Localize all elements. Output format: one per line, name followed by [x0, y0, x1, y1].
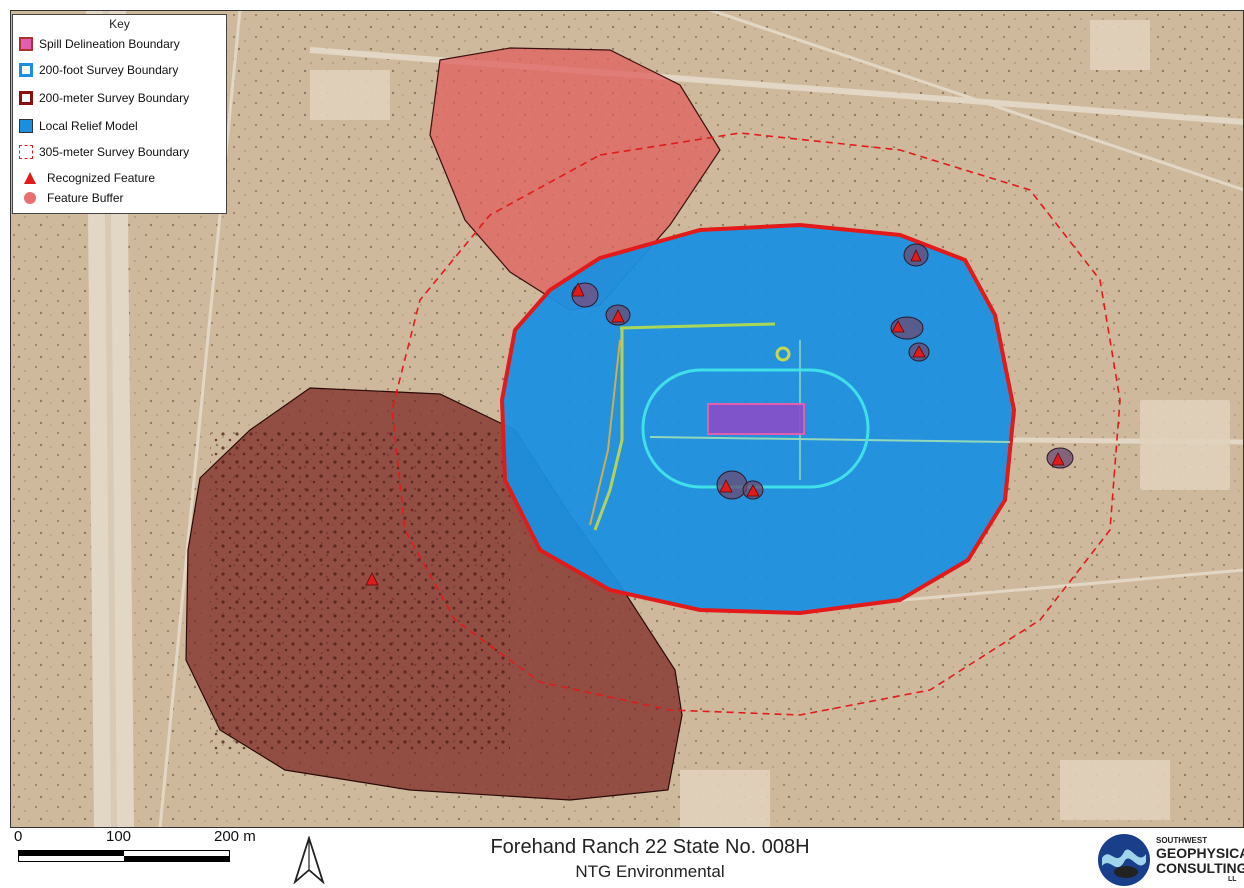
logo-text-line3: CONSULTING — [1156, 860, 1244, 876]
map-legend: Key Spill Delineation Boundary 200-foot … — [12, 14, 227, 214]
feature-triangle[interactable] — [1051, 452, 1065, 466]
relief-anomalies — [589, 322, 1011, 531]
logo-text-line1: SOUTHWEST — [1156, 836, 1208, 845]
logo-text-line4: LL — [1228, 876, 1237, 883]
feature-triangle[interactable] — [611, 309, 625, 323]
feature-triangle[interactable] — [910, 249, 922, 262]
feature-triangle[interactable] — [571, 282, 585, 297]
globe-logo-icon — [1098, 834, 1150, 886]
red-circle-icon — [24, 192, 36, 204]
legend-title: Key — [109, 17, 130, 31]
feature-triangle[interactable] — [891, 320, 905, 333]
feature-triangle[interactable] — [719, 479, 733, 493]
legend-label: 200-meter Survey Boundary — [39, 91, 190, 105]
cyan-outline-square-icon — [19, 63, 33, 77]
legend-item-200m: 200-meter Survey Boundary — [19, 89, 189, 107]
scale-bar-segment — [19, 851, 124, 856]
scale-bar-segment — [124, 856, 229, 861]
legend-item-305m: 305-meter Survey Boundary — [19, 143, 189, 161]
spill-delineation-boundary[interactable] — [707, 403, 805, 435]
survey-305m-boundary[interactable] — [391, 132, 1121, 716]
legend-label: 305-meter Survey Boundary — [39, 145, 190, 159]
map-subtitle: NTG Environmental — [575, 862, 725, 881]
feature-triangle[interactable] — [912, 345, 926, 358]
blue-filled-square-icon — [19, 119, 33, 133]
legend-label: Local Relief Model — [39, 119, 138, 133]
red-dashed-square-icon — [19, 145, 33, 159]
legend-label: Feature Buffer — [47, 191, 124, 205]
north-arrow-icon — [293, 836, 325, 884]
logo-text-line2: GEOPHYSICA — [1156, 845, 1244, 861]
company-logo: SOUTHWEST GEOPHYSICA CONSULTING LL — [1096, 832, 1244, 888]
legend-label: 200-foot Survey Boundary — [39, 63, 179, 77]
survey-200m-boundary-sw-texture — [210, 430, 510, 750]
feature-triangle[interactable] — [746, 484, 760, 497]
legend-label: Recognized Feature — [47, 171, 156, 185]
legend-item-buffer: Feature Buffer — [23, 189, 124, 207]
scale-label-200: 200 m — [214, 828, 256, 845]
scale-bar — [18, 850, 230, 862]
legend-item-spill: Spill Delineation Boundary — [19, 35, 180, 53]
legend-item-200ft: 200-foot Survey Boundary — [19, 61, 178, 79]
pink-filled-square-icon — [19, 37, 33, 51]
map-title: Forehand Ranch 22 State No. 008H — [490, 836, 810, 858]
legend-item-relief: Local Relief Model — [19, 117, 138, 135]
red-triangle-icon — [24, 172, 36, 184]
well-pads — [310, 20, 1230, 828]
feature-triangle[interactable] — [365, 572, 379, 586]
legend-label: Spill Delineation Boundary — [39, 37, 180, 51]
map-canvas[interactable] — [10, 10, 1244, 828]
recognized-features — [365, 249, 1065, 586]
map-footer: 0 100 200 m Forehand Ranch 22 State No. … — [0, 828, 1244, 888]
scale-label-100: 100 — [106, 828, 132, 845]
legend-item-feature: Recognized Feature — [23, 169, 155, 187]
red-outline-square-icon — [19, 91, 33, 105]
scale-label-0: 0 — [14, 828, 23, 845]
